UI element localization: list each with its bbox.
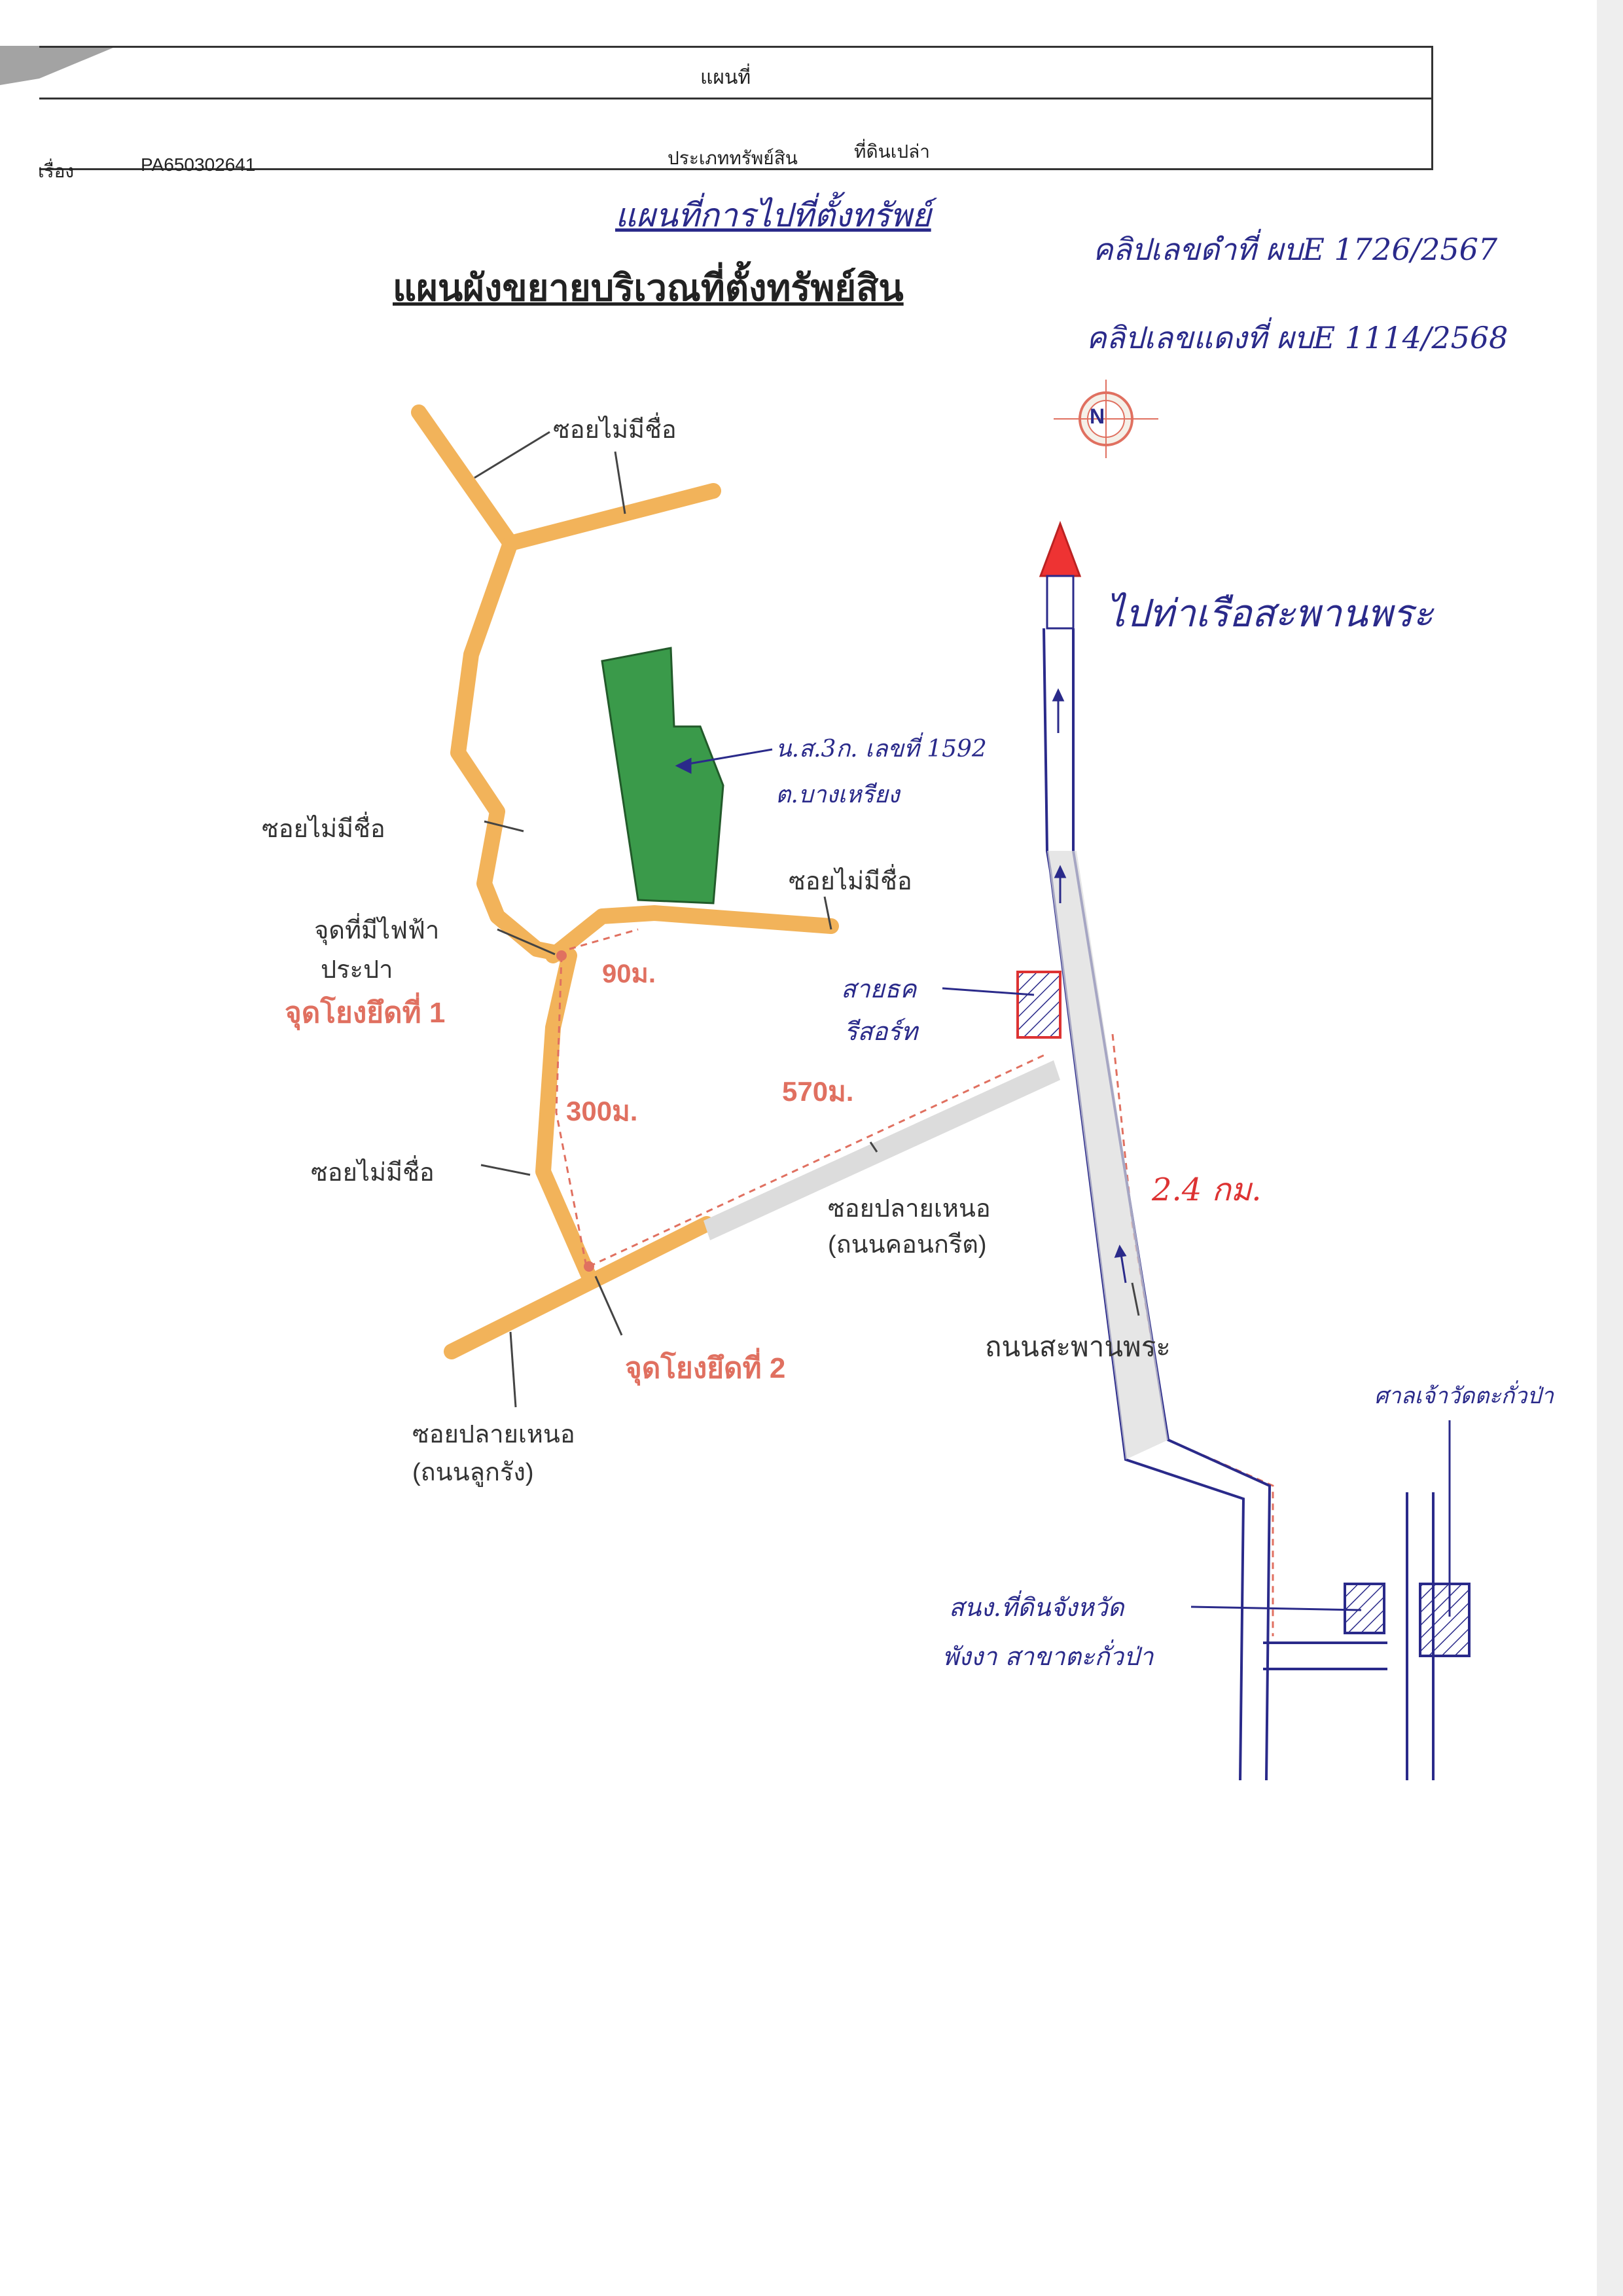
bus-terminal-building [1016, 971, 1061, 1039]
label-power-point-line2: ประปา [321, 956, 393, 984]
compass-icon [1054, 380, 1158, 458]
handwritten-bus-line1: สายธค [841, 975, 917, 1003]
asset-type-label: ประเภททรัพย์สิน [668, 148, 798, 168]
map-title: แผนผังขยายบริเวณที่ตั้งทรัพย์สิน [393, 267, 904, 308]
label-anchor-2: จุดโยงยึดที่ 2 [625, 1352, 786, 1384]
handwritten-ref-black: คลิปเลขดำที่ ผบE 1726/2567 [1093, 232, 1498, 267]
subject-value: PA650302641 [141, 154, 256, 175]
label-soi-left-low: ซอยไม่มีชื่อ [311, 1159, 435, 1187]
header-title-row: แผนที่ [39, 48, 1431, 99]
handwritten-bus-line2: รีสอร์ท [844, 1017, 918, 1046]
handwritten-school: ศาลเจ้าวัดตะกั่วป่า [1374, 1383, 1554, 1409]
handwritten-distance-road: 2.4 กม. [1152, 1172, 1262, 1208]
subject-label: เรื่อง [38, 161, 75, 181]
handwritten-map-title: แผนที่การไปที่ตั้งทรัพย์ [615, 196, 931, 234]
anchor-point-2 [584, 1261, 594, 1272]
handwritten-plot-line1: น.ส.3ก. เลขที่ 1592 [776, 736, 987, 762]
orange-roads [411, 404, 839, 1359]
leader-lines [474, 431, 1140, 1408]
land-office-building [1344, 1583, 1385, 1634]
handwritten-leader-lines [675, 748, 1451, 1617]
label-soi-left-mid: ซอยไม่มีชื่อ [262, 816, 385, 843]
compass-label: N [1090, 404, 1105, 428]
header-title: แผนที่ [700, 67, 751, 88]
label-soi-right: ซอยไม่มีชื่อ [789, 868, 912, 895]
label-soi-plai-nuea-laterite-1: ซอยปลายเหนอ [412, 1421, 575, 1448]
label-power-point-line1: จุดที่มีไฟฟ้า [314, 917, 440, 944]
label-soi-plai-nuea-concrete-2: (ถนนคอนกรีต) [828, 1231, 987, 1259]
handwritten-office-line2: พังงา สาขาตะกั่วป่า [942, 1642, 1154, 1671]
north-direction-arrow-icon [1039, 520, 1082, 577]
label-dist-300: 300ม. [566, 1096, 638, 1126]
label-soi-top: ซอยไม่มีชื่อ [553, 416, 677, 444]
asset-type-value: ที่ดินเปล่า [854, 141, 931, 162]
label-dist-90: 90ม. [602, 960, 656, 988]
label-soi-plai-nuea-laterite-2: (ถนนลูกรัง) [412, 1459, 534, 1486]
north-arrow-shaft [1046, 575, 1075, 630]
handwritten-ref-red: คลิปเลขแดงที่ ผบE 1114/2568 [1086, 320, 1508, 355]
label-anchor-1: จุดโยงยึดที่ 1 [285, 997, 446, 1029]
property-plot [601, 647, 724, 905]
shrine-building [1419, 1583, 1471, 1657]
header-box: แผนที่ [39, 46, 1433, 170]
label-soi-plai-nuea-concrete-1: ซอยปลายเหนอ [828, 1195, 991, 1223]
direction-arrows [1052, 688, 1127, 1283]
handwritten-to-pier: ไปท่าเรือสะพานพระ [1106, 591, 1434, 636]
label-main-road: ถนนสะพานพระ [985, 1331, 1171, 1362]
anchor-point-1 [556, 950, 567, 961]
handwritten-office-line1: สนง.ที่ดินจังหวัด [949, 1593, 1124, 1622]
concrete-road [704, 1060, 1060, 1240]
distance-lines [555, 928, 1274, 1636]
label-dist-570: 570ม. [782, 1076, 854, 1107]
handwritten-plot-line2: ต.บางเหรียง [776, 781, 900, 808]
